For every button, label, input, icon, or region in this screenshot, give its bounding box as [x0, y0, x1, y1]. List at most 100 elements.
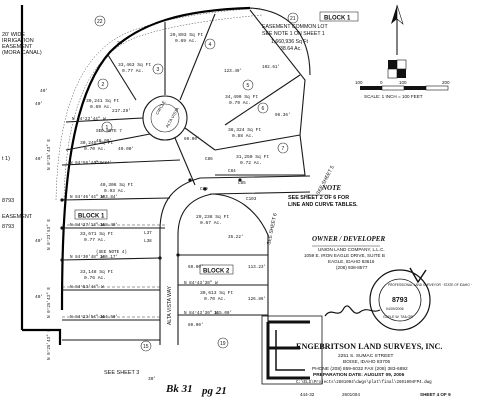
line-ref-label: L37: [144, 231, 152, 236]
lot-area: 33,671 Sq Ft: [80, 231, 113, 237]
dim-label: 40': [40, 88, 48, 94]
street-edge: [184, 127, 216, 151]
common-lot-easement-label: EASEMENT COMMON LOT: [262, 24, 328, 30]
lot-number: 5: [247, 83, 250, 89]
dim-label: 60.00': [188, 265, 203, 270]
dim-label: 217.29': [112, 108, 131, 114]
firm-phone: PHONE (208) 859-6032 FAX (208) 383-6892: [312, 366, 408, 372]
lot-acres: 0.77 Ac.: [122, 68, 144, 74]
lot-line: [65, 117, 144, 123]
lot-area: 30,241 Sq Ft: [86, 98, 119, 104]
lot-number: 19: [220, 341, 226, 347]
lot-acres: 0.70 Ac.: [204, 296, 226, 302]
margin-bearing: N 0°25'43" E: [47, 329, 52, 360]
canal-line-inner: [63, 14, 263, 201]
bearing-label: N 84°58'44" W: [70, 161, 104, 166]
irrigation-easement-label-4: (MORA CANAL): [2, 50, 42, 56]
job-ref: 444-32: [300, 392, 315, 397]
firm-address: 2251 S. SUMAC STREET: [338, 353, 394, 359]
lot-area: 31,250 Sq Ft: [236, 154, 269, 160]
circle-street-label: CIRCLE: [155, 100, 167, 116]
lot-line: [179, 13, 216, 101]
dim-label: 30': [148, 376, 156, 382]
dim-label: 40.00': [96, 138, 112, 144]
owner-line: (208) 938-8577: [336, 265, 368, 270]
dim-label: 60.00': [184, 137, 199, 142]
note-line: SEE SHEET 2 OF 6 FOR: [288, 195, 349, 201]
margin-dim: 40': [35, 294, 43, 300]
irrigation-easement-label-3: EASEMENT: [2, 44, 33, 50]
scale-number: 200: [442, 80, 450, 85]
block-label: BLOCK 1: [324, 16, 351, 22]
sheet-ref-label: SEE SHEET 6: [266, 213, 279, 246]
lot-number: 1: [106, 125, 109, 131]
boundary-south-jog: [22, 328, 62, 345]
bearing-label: N 84°53'44" W: [70, 285, 104, 290]
note-line: LINE AND CURVE TABLES.: [288, 202, 358, 208]
dim-label: 102.61': [262, 65, 280, 70]
note-ref-label: (SEE NOTE 4): [96, 250, 127, 255]
canal-line-outer: [55, 7, 261, 201]
block-label: BLOCK 2: [203, 269, 230, 275]
common-lot-area: 1,660,936 Sq Ft: [271, 39, 308, 45]
bearing-label: N 84°43'30" W: [184, 281, 218, 286]
lot-line: [249, 9, 306, 136]
owner-line: UNION LAND COMPANY, L.L.C.: [318, 247, 385, 252]
margin-bearing: N 0°25'43" E: [47, 287, 52, 318]
lot-line: [61, 257, 161, 261]
scale-number: 100: [399, 80, 407, 85]
seal-name: GAYLE W. TAILOR: [383, 315, 413, 319]
block-label: BLOCK 1: [78, 214, 105, 220]
lot-line: [214, 134, 301, 151]
scale-number: 0: [380, 80, 383, 85]
plat-labels: 20' WIDE IRRIGATION EASEMENT (MORA CANAL…: [2, 16, 472, 398]
curve-ref-label: C89: [200, 187, 208, 192]
lot-area: 40,306 Sq Ft: [100, 182, 133, 188]
lot-area: 30,245 Sq Ft: [80, 140, 113, 146]
bearing-label: N 84°30'48" W: [70, 255, 104, 260]
firm-name: ENGEBRITSON LAND SURVEYS, INC.: [296, 342, 442, 351]
bearing-label: N 84°43'30" W: [184, 311, 218, 316]
lot-number: 22: [97, 19, 103, 25]
surveyor-seal-inner: [378, 278, 422, 322]
lot-area: 33,463 Sq Ft: [118, 62, 151, 68]
edge-ref: 8793: [2, 198, 14, 204]
lot-number: 7: [282, 146, 285, 152]
lot-number: 4: [209, 42, 212, 48]
lot-area: 29,893 Sq Ft: [170, 32, 203, 38]
margin-dim: 40': [35, 156, 43, 162]
owner-line: EAGLE, IDAHO 83616: [328, 259, 375, 264]
common-lot-acres: 38.64 Ac.: [280, 46, 302, 52]
curve-ref-label: C86: [205, 157, 213, 162]
note-ref-label: SEE NOTE 7: [96, 129, 122, 134]
bearing-label: N 84°46'44" W: [70, 195, 104, 200]
distance-label: 303.84': [100, 195, 118, 200]
edge-ref: 8793: [2, 224, 14, 230]
lot-line: [65, 133, 151, 151]
sheet-number: SHEET 4 OF 9: [420, 392, 451, 397]
distance-label: 313.84': [94, 161, 112, 166]
dim-label: 123.49': [224, 69, 242, 74]
scale-label: SCALE: 1 INCH = 100 FEET: [364, 94, 423, 99]
bearing-label: N 84°27'13" W: [70, 223, 104, 228]
bearing-label: N 84°23'54" W: [70, 315, 104, 320]
curve-ref-label: C103: [246, 197, 257, 202]
distance-label: 258.49': [100, 223, 118, 228]
lot-acres: 0.76 Ac.: [84, 275, 106, 281]
lot-number: 15: [143, 344, 149, 350]
firm-prep-date: PREPARATION DATE: AUGUST 09, 2006: [313, 372, 405, 378]
lot-acres: 0.79 Ac.: [229, 100, 251, 106]
margin-dim: 40': [35, 101, 43, 107]
lot-area: 34,490 Sq Ft: [225, 94, 258, 100]
lot-number: 21: [290, 16, 296, 22]
seal-ring-text: PROFESSIONAL LAND SURVEYOR · STATE OF ID…: [388, 283, 472, 287]
lot-line: [209, 193, 269, 345]
lot-line: [215, 134, 306, 176]
scale-number: 100: [355, 80, 363, 85]
lot-line: [61, 159, 181, 166]
lot-number: 3: [157, 67, 160, 73]
lot-area: 33,148 Sq Ft: [80, 269, 113, 275]
lot-number: 6: [262, 106, 265, 112]
margin-bearing: N 0°23'53" E: [47, 219, 52, 250]
